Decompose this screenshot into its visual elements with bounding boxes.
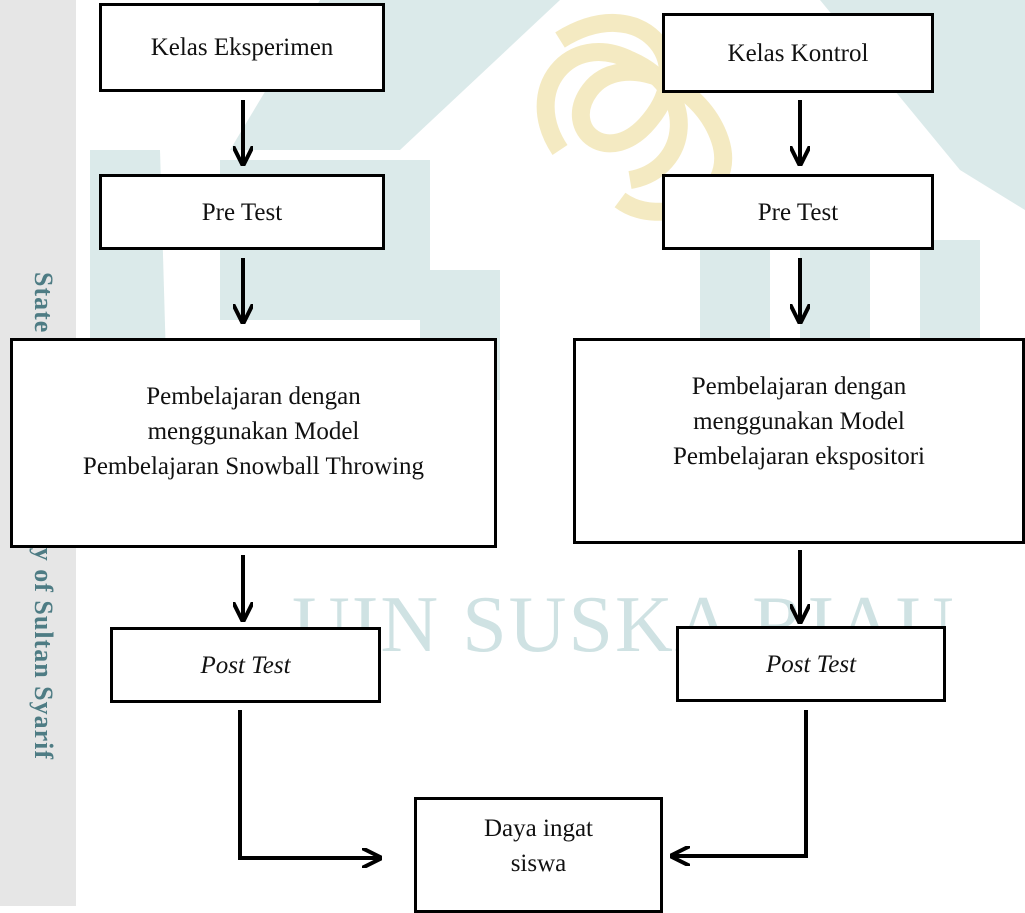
box-pretest-right: Pre Test bbox=[662, 174, 934, 250]
method-right-line2: menggunakan Model bbox=[693, 407, 905, 435]
box-kelas-kontrol: Kelas Kontrol bbox=[662, 13, 934, 93]
result-line2: siswa bbox=[510, 850, 567, 877]
result-line1: Daya ingat bbox=[484, 815, 593, 842]
arrow-right-to-result bbox=[672, 710, 808, 856]
box-kelas-eksperimen-label: Kelas Eksperimen bbox=[150, 34, 334, 61]
box-pretest-left: Pre Test bbox=[99, 174, 385, 250]
watermark-gold-path-2 bbox=[536, 43, 688, 189]
box-method-right: Pembelajaran dengan menggunakan Model Pe… bbox=[573, 338, 1025, 544]
method-left-line2: menggunakan Model bbox=[147, 417, 360, 445]
box-posttest-right-label: Post Test bbox=[765, 650, 857, 678]
arrow-left-to-result bbox=[238, 710, 380, 858]
method-left-line1: Pembelajaran dengan bbox=[146, 382, 361, 410]
box-kelas-kontrol-label: Kelas Kontrol bbox=[727, 39, 869, 67]
box-daya-ingat-siswa: Daya ingat siswa bbox=[414, 797, 663, 913]
box-pretest-left-label: Pre Test bbox=[201, 198, 283, 226]
box-pretest-right-label: Pre Test bbox=[757, 198, 839, 226]
box-posttest-left: Post Test bbox=[110, 627, 381, 703]
box-kelas-eksperimen: Kelas Eksperimen bbox=[99, 3, 385, 92]
method-left-line3: Pembelajaran Snowball Throwing bbox=[82, 452, 425, 480]
box-method-left: Pembelajaran dengan menggunakan Model Pe… bbox=[10, 338, 497, 548]
method-right-line1: Pembelajaran dengan bbox=[691, 372, 907, 400]
box-posttest-left-label: Post Test bbox=[200, 651, 291, 679]
box-posttest-right: Post Test bbox=[676, 626, 946, 702]
method-right-line3: Pembelajaran ekspositori bbox=[672, 442, 925, 470]
